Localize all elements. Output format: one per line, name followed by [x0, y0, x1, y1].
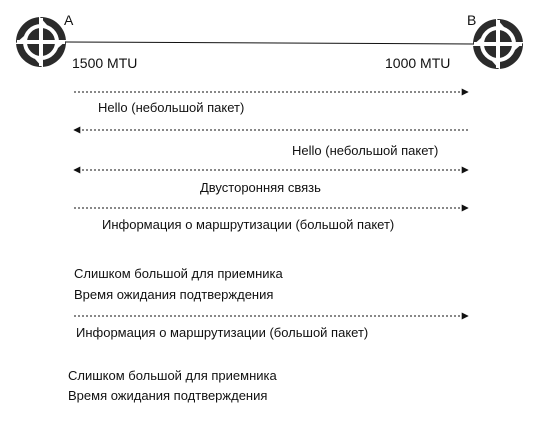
note-2-line-2: Время ожидания подтверждения — [68, 388, 268, 403]
message-label-2: Hello (небольшой пакет) — [292, 143, 439, 158]
note-1-line-2: Время ожидания подтверждения — [74, 287, 274, 302]
message-label-3: Двусторонняя связь — [200, 180, 321, 195]
router-a-mtu: 1500 MTU — [72, 55, 138, 71]
router-b-mtu: 1000 MTU — [385, 55, 451, 71]
message-label-4: Информация о маршрутизации (большой паке… — [102, 217, 395, 232]
link-line — [65, 41, 474, 45]
router-a-label: A — [64, 12, 74, 28]
note-2-line-1: Слишком большой для приемника — [68, 368, 277, 383]
note-1-line-1: Слишком большой для приемника — [74, 266, 283, 281]
router-b-label: B — [467, 12, 477, 28]
router-a-icon — [13, 14, 69, 70]
message-label-1: Hello (небольшой пакет) — [98, 100, 245, 115]
router-b-icon — [470, 16, 526, 72]
message-label-5: Информация о маршрутизации (большой паке… — [76, 325, 369, 340]
